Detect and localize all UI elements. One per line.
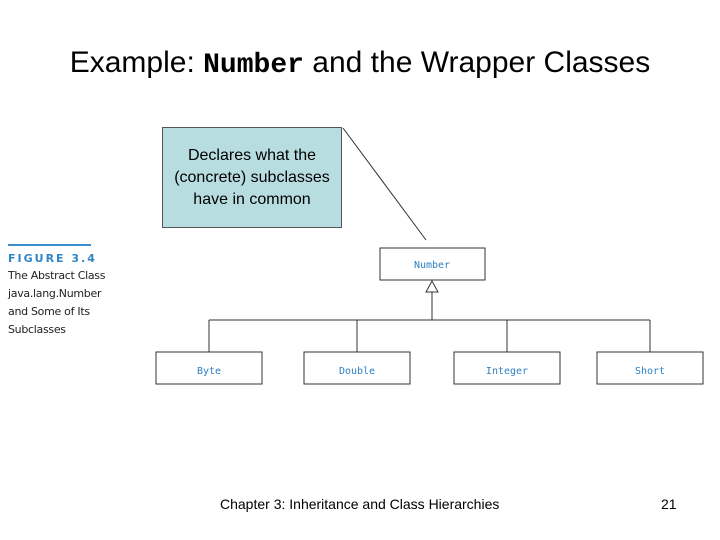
figure-label: FIGURE 3.4 [8,252,97,265]
title-suffix: and the Wrapper Classes [303,46,651,79]
figure-rule [8,244,91,246]
callout-pointer-line [342,127,427,241]
class-label-short: Short [635,366,665,377]
class-box-double [303,351,411,385]
class-box-number [379,247,486,281]
class-label-integer: Integer [486,366,528,377]
figure-description-line: and Some of Its [8,305,90,318]
figure-caption: FIGURE 3.4 The Abstract Class java.lang.… [8,244,148,339]
callout-text: Declares what the (concrete) subclasses … [174,146,330,208]
footer-chapter: Chapter 3: Inheritance and Class Hierarc… [220,496,500,512]
callout-box: Declares what the (concrete) subclasses … [162,127,342,228]
class-box-byte [155,351,263,385]
inheritance-triangle [425,279,439,293]
figure-description-line: The Abstract Class [8,269,106,282]
figure-description: The Abstract Class java.lang.Number and … [8,267,148,339]
class-label-double: Double [339,366,375,377]
figure-description-line: java.lang.Number [8,287,102,300]
class-label-number: Number [414,260,450,271]
title-prefix: Example: [69,46,204,79]
slide-title: Example: Number and the Wrapper Classes [0,46,720,81]
class-box-integer [453,351,561,385]
page-number: 21 [661,496,677,512]
title-code: Number [203,50,304,81]
class-label-byte: Byte [197,366,221,377]
figure-description-line: Subclasses [8,323,66,336]
class-box-short [596,351,704,385]
